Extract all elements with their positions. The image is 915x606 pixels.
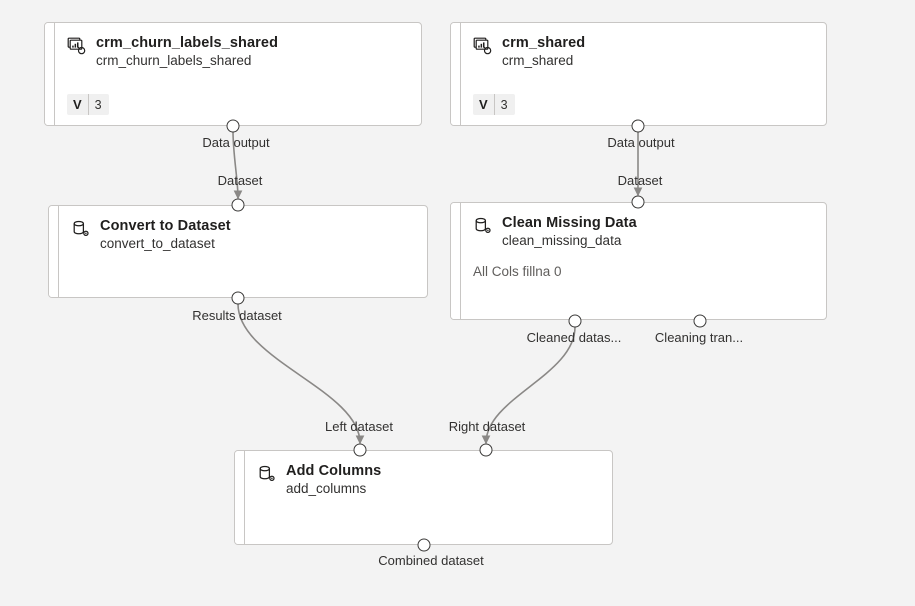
node-body: crm_shared crm_shared V 3 [461, 23, 826, 125]
version-label: V [473, 94, 495, 115]
node-header: Convert to Dataset convert_to_dataset [71, 218, 415, 252]
node-title: crm_shared [502, 35, 586, 51]
node-subtitle: crm_shared [502, 53, 574, 69]
port-label-convert-in: Dataset [217, 173, 263, 188]
node-accent-bar [235, 451, 245, 544]
port-label-clean-out-data: Cleaned datas... [526, 330, 622, 345]
port-label-crm-shared-out: Data output [607, 135, 675, 150]
node-parameter-summary: All Cols fillna 0 [473, 264, 562, 280]
port-convert-out[interactable] [231, 291, 245, 305]
port-label-convert-out: Results dataset [192, 308, 282, 323]
version-label: V [67, 94, 89, 115]
version-value: 3 [500, 97, 508, 112]
node-subtitle: clean_missing_data [502, 233, 622, 249]
node-body: Add Columns add_columns [245, 451, 612, 544]
node-crm-churn-labels-shared[interactable]: crm_churn_labels_shared crm_churn_labels… [44, 22, 422, 126]
port-clean-in[interactable] [631, 195, 645, 209]
node-header: Clean Missing Data clean_missing_data [473, 215, 814, 249]
node-add-columns[interactable]: Add Columns add_columns [234, 450, 613, 545]
node-body: Convert to Dataset convert_to_dataset [59, 206, 427, 297]
node-title: Convert to Dataset [100, 218, 231, 234]
port-add-in-left[interactable] [353, 443, 367, 457]
node-convert-to-dataset[interactable]: Convert to Dataset convert_to_dataset [48, 205, 428, 298]
version-value: 3 [94, 97, 102, 112]
node-title: Add Columns [286, 463, 382, 479]
module-gear-icon [257, 464, 277, 484]
node-clean-missing-data[interactable]: Clean Missing Data clean_missing_data Al… [450, 202, 827, 320]
node-accent-bar [451, 203, 461, 319]
version-badge[interactable]: V 3 [473, 94, 515, 115]
node-header: crm_churn_labels_shared crm_churn_labels… [67, 35, 409, 69]
port-crm-churn-out[interactable] [226, 119, 240, 133]
port-label-clean-in: Dataset [617, 173, 663, 188]
port-convert-in[interactable] [231, 198, 245, 212]
port-label-add-in-left: Left dataset [325, 419, 393, 434]
node-body: crm_churn_labels_shared crm_churn_labels… [55, 23, 421, 125]
port-clean-out-data[interactable] [568, 314, 582, 328]
port-add-out[interactable] [417, 538, 431, 552]
version-badge[interactable]: V 3 [67, 94, 109, 115]
node-accent-bar [49, 206, 59, 297]
port-crm-shared-out[interactable] [631, 119, 645, 133]
node-subtitle: add_columns [286, 481, 367, 497]
module-gear-icon [71, 219, 91, 239]
node-title: crm_churn_labels_shared [96, 35, 279, 51]
port-clean-out-transform[interactable] [693, 314, 707, 328]
node-crm-shared[interactable]: crm_shared crm_shared V 3 [450, 22, 827, 126]
node-header: crm_shared crm_shared [473, 35, 814, 69]
node-title: Clean Missing Data [502, 215, 637, 231]
node-subtitle: convert_to_dataset [100, 236, 215, 252]
port-add-in-right[interactable] [479, 443, 493, 457]
node-subtitle: crm_churn_labels_shared [96, 53, 252, 69]
dataset-search-icon [67, 36, 87, 56]
node-header: Add Columns add_columns [257, 463, 600, 497]
port-label-crm-churn-out: Data output [202, 135, 270, 150]
port-label-clean-out-transform: Cleaning tran... [654, 330, 744, 345]
module-gear-icon [473, 216, 493, 236]
dataset-search-icon [473, 36, 493, 56]
port-label-add-in-right: Right dataset [448, 419, 526, 434]
node-body: Clean Missing Data clean_missing_data Al… [461, 203, 826, 319]
node-accent-bar [451, 23, 461, 125]
node-accent-bar [45, 23, 55, 125]
port-label-add-out: Combined dataset [378, 553, 484, 568]
